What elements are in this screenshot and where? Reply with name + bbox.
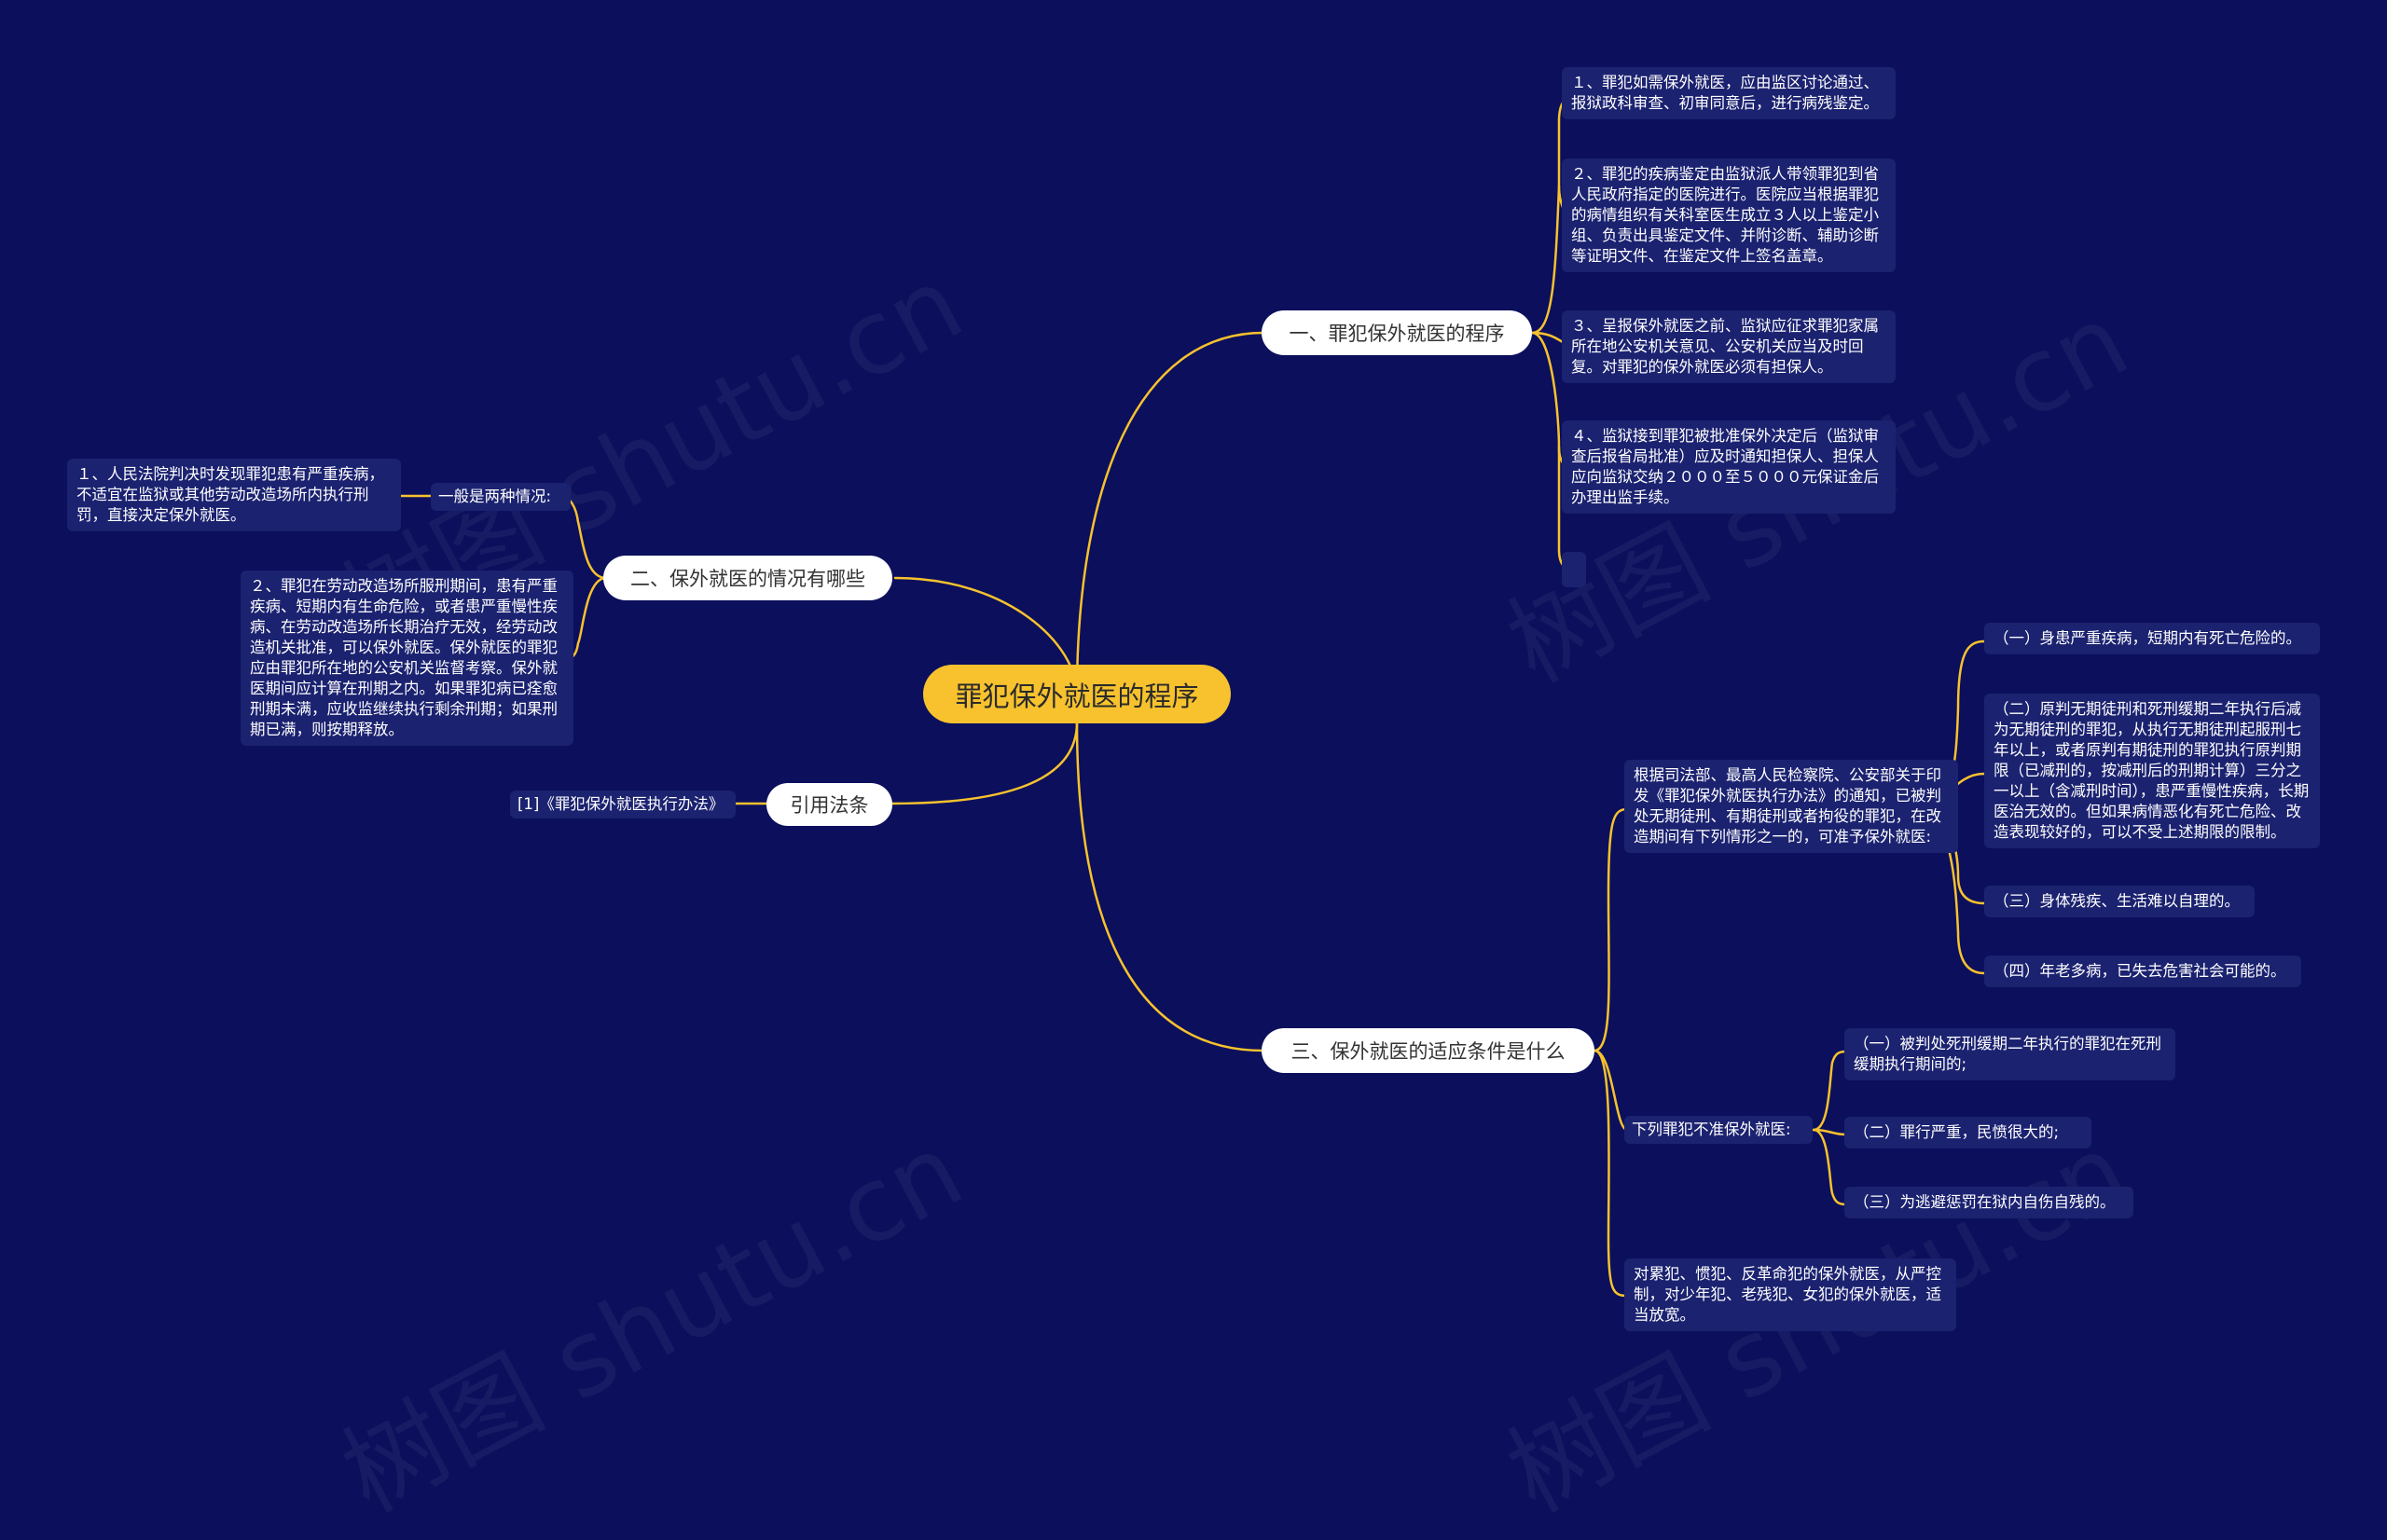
central-topic[interactable]: 罪犯保外就医的程序: [923, 665, 1231, 723]
conditions-text[interactable]: 根据司法部、最高人民检察院、公安部关于印发《罪犯保外就医执行办法》的通知，已被判…: [1624, 760, 1958, 853]
connector: [1593, 807, 1629, 1052]
branch-conditions[interactable]: 三、保外就医的适应条件是什么: [1262, 1028, 1594, 1073]
connector: [1075, 331, 1265, 696]
branch-citation[interactable]: 引用法条: [766, 783, 892, 826]
connector-lines: [397, 95, 1986, 1298]
connector: [1593, 1049, 1629, 1298]
branch-procedure[interactable]: 一、罪犯保外就医的程序: [1262, 310, 1532, 355]
connector: [1075, 721, 1265, 1052]
procedure-item-2[interactable]: ２、罪犯的疾病鉴定由监狱派人带领罪犯到省人民政府指定的医院进行。医院应当根据罪犯…: [1562, 158, 1896, 272]
situations-item-2[interactable]: ２、罪犯在劳动改造场所服刑期间，患有严重疾病、短期内有生命危险，或者患严重慢性疾…: [241, 571, 573, 746]
situations-item-1[interactable]: １、人民法院判决时发现罪犯患有严重疾病，不适宜在监狱或其他劳动改造场所内执行刑罚…: [67, 459, 401, 531]
situations-sublabel[interactable]: 一般是两种情况:: [431, 483, 571, 511]
deny-item-3[interactable]: （三）为逃避惩罚在狱内自伤自残的。: [1844, 1187, 2133, 1218]
deny-label[interactable]: 下列罪犯不准保外就医:: [1624, 1116, 1813, 1144]
connector: [1812, 1128, 1848, 1206]
procedure-item-1[interactable]: １、罪犯如需保外就医，应由监区讨论通过、报狱政科审查、初审同意后，进行病残鉴定。: [1562, 67, 1896, 119]
condition-item-4[interactable]: （四）年老多病，已失去危害社会可能的。: [1984, 956, 2301, 987]
connector: [1593, 1049, 1629, 1132]
procedure-item-empty[interactable]: [1562, 552, 1586, 587]
procedure-item-4[interactable]: ４、监狱接到罪犯被批准保外决定后（监狱审查后报省局批准）应及时通知担保人、担保人…: [1562, 420, 1896, 514]
connector: [890, 721, 1079, 805]
branch-situations[interactable]: 二、保外就医的情况有哪些: [603, 556, 892, 600]
deny-item-1[interactable]: （一）被判处死刑缓期二年执行的罪犯在死刑缓期执行期间的;: [1844, 1028, 2175, 1080]
citation-item[interactable]: [1]《罪犯保外就医执行办法》: [510, 791, 736, 818]
connector: [1530, 185, 1561, 335]
deny-item-2[interactable]: （二）罪行严重，民愤很大的;: [1844, 1117, 2091, 1148]
condition-item-3[interactable]: （三）身体残疾、生活难以自理的。: [1984, 886, 2255, 917]
connector: [1812, 1050, 1848, 1132]
condition-item-2[interactable]: （二）原判无期徒刑和死刑缓期二年执行后减为无期徒刑的罪犯，从执行无期徒刑起服刑七…: [1984, 694, 2320, 848]
condition-item-1[interactable]: （一）身患严重疾病，短期内有死亡危险的。: [1984, 623, 2320, 654]
conditions-last-text[interactable]: 对累犯、惯犯、反革命犯的保外就医，从严控制，对少年犯、老残犯、女犯的保外就医，适…: [1624, 1258, 1956, 1331]
procedure-item-3[interactable]: ３、呈报保外就医之前、监狱应征求罪犯家属所在地公安机关意见、公安机关应当及时回复…: [1562, 310, 1896, 383]
